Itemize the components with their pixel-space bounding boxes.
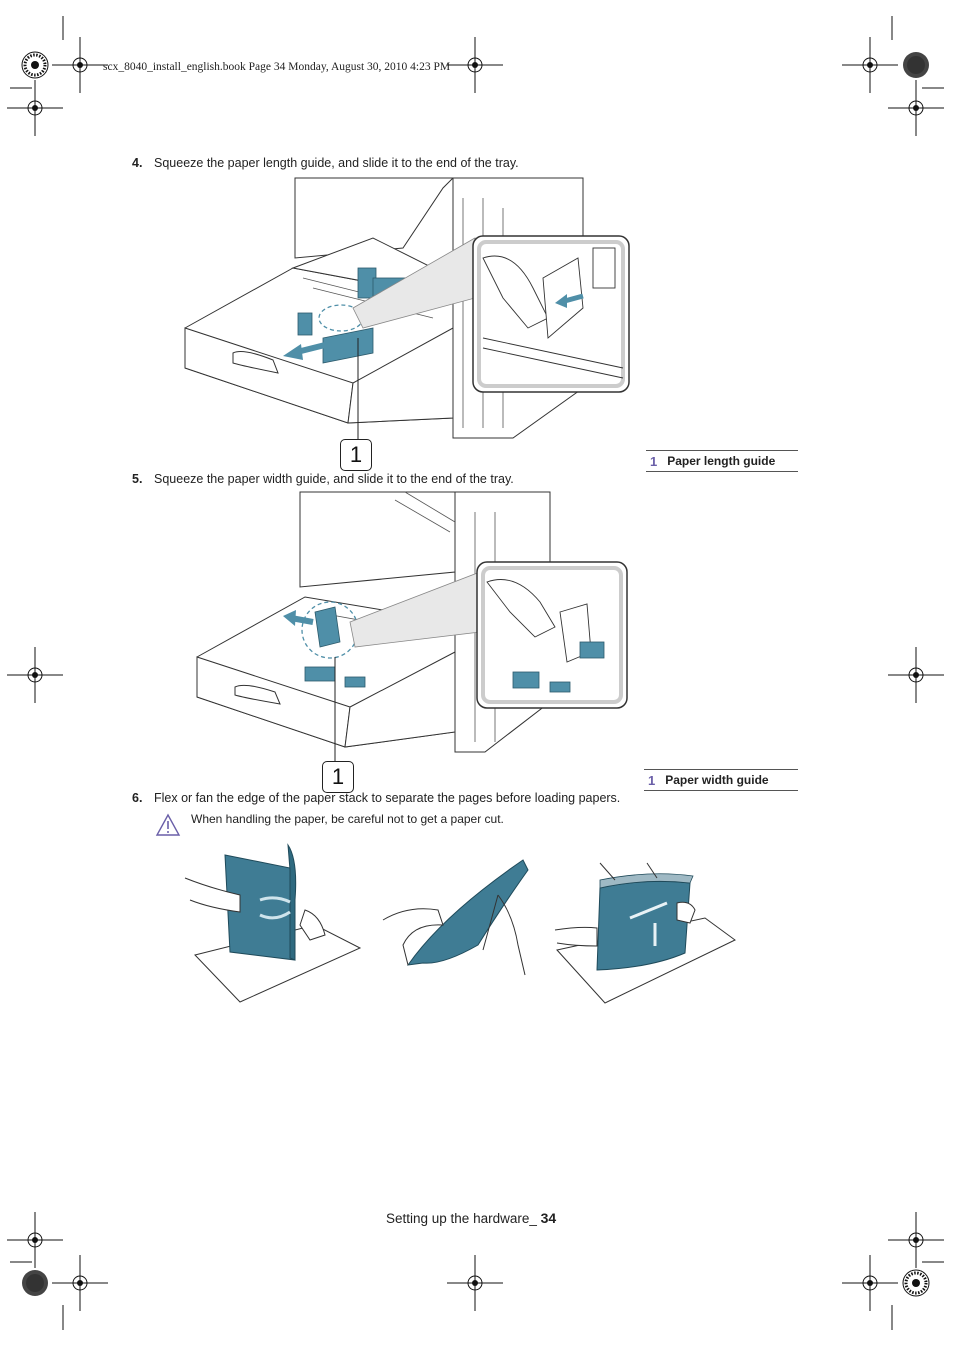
legend-label: Paper length guide xyxy=(667,454,776,468)
page-number: 34 xyxy=(540,1210,557,1226)
callout-1-width: 1 xyxy=(322,761,354,793)
tray-width-guide-illustration xyxy=(196,491,628,762)
paper-bend-illustration xyxy=(382,859,529,976)
step-text: Squeeze the paper width guide, and slide… xyxy=(154,472,514,486)
legend-number: 1 xyxy=(650,453,658,469)
paper-flex-illustration xyxy=(184,843,362,1003)
page-footer: Setting up the hardware_ 34 xyxy=(386,1210,556,1226)
step-4: 4. Squeeze the paper length guide, and sl… xyxy=(132,156,519,170)
footer-section: Setting up the hardware_ xyxy=(386,1211,537,1226)
step-number: 6. xyxy=(132,791,143,805)
step-text: Flex or fan the edge of the paper stack … xyxy=(154,791,621,805)
callout-1-length: 1 xyxy=(340,439,372,471)
step-6: 6. Flex or fan the edge of the paper stac… xyxy=(132,791,620,805)
file-info-header: scx_8040_install_english.book Page 34 Mo… xyxy=(103,61,451,73)
paper-fan-illustration xyxy=(554,862,736,1004)
step-number: 5. xyxy=(132,472,143,486)
step-5: 5. Squeeze the paper width guide, and sli… xyxy=(132,472,514,486)
legend-paper-length-guide: 1 Paper length guide xyxy=(646,450,798,472)
caution-text: When handling the paper, be careful not … xyxy=(191,812,504,826)
tray-length-guide-illustration xyxy=(184,177,630,443)
step-number: 4. xyxy=(132,156,143,170)
step-text: Squeeze the paper length guide, and slid… xyxy=(154,156,519,170)
legend-number: 1 xyxy=(648,772,656,788)
legend-label: Paper width guide xyxy=(665,773,769,787)
legend-paper-width-guide: 1 Paper width guide xyxy=(644,769,798,791)
caution-icon xyxy=(155,813,181,836)
